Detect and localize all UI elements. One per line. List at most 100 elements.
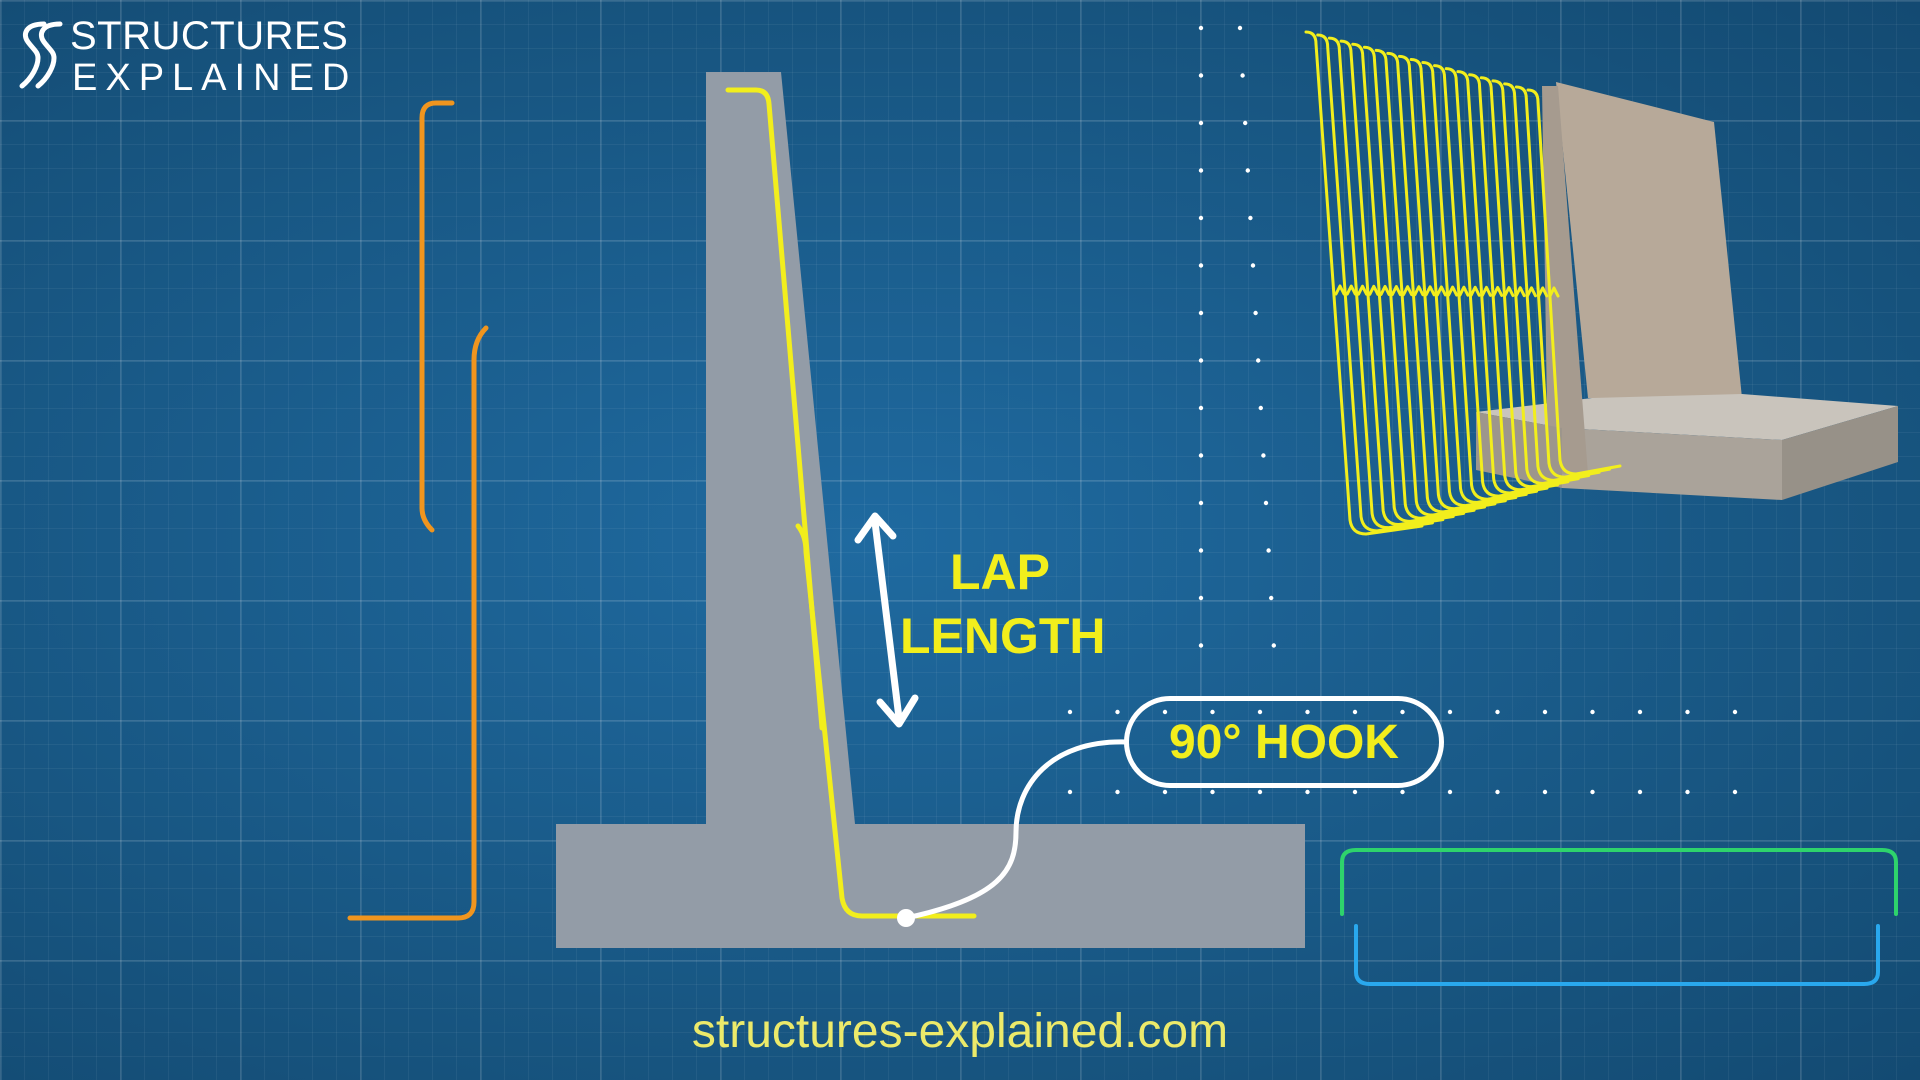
guide-dot	[1637, 709, 1643, 715]
cage-bar	[1433, 64, 1539, 501]
cage-bar	[1351, 42, 1466, 523]
guide-dot	[1590, 709, 1595, 715]
orange-upper-bar	[419, 100, 455, 533]
rebar-cage-3d	[1304, 30, 1622, 536]
cage-lap-mark	[1469, 285, 1481, 297]
dotted-guides	[1067, 25, 1738, 795]
brand-logo: STRUCTURES EXPLAINED	[14, 14, 349, 99]
cage-bar	[1479, 76, 1580, 489]
guide-dot	[1067, 709, 1073, 715]
blue-bar-outline	[1354, 924, 1880, 986]
website-url: structures-explained.com	[691, 1005, 1229, 1058]
guide-dot	[1305, 789, 1310, 795]
logo-mark-icon	[19, 21, 63, 89]
guide-dot	[1253, 310, 1258, 316]
guide-dot	[1198, 595, 1204, 601]
wall-cross-section	[556, 72, 1305, 948]
cage-bar	[1456, 70, 1559, 495]
wall-3d-render	[1476, 82, 1898, 500]
cage-lap-mark	[1548, 286, 1560, 298]
arrow-head-top-icon	[854, 512, 897, 544]
guide-dot	[1210, 789, 1215, 795]
wall-footing	[556, 824, 1305, 948]
cage-lap-mark	[1492, 285, 1504, 297]
guide-dot	[1269, 595, 1274, 601]
cage-bar	[1491, 79, 1591, 485]
cage-lap-mark	[1345, 284, 1357, 296]
cage-bar	[1327, 36, 1445, 530]
hook-callout: 90° HOOK	[1124, 696, 1444, 788]
guide-dot	[1198, 168, 1204, 173]
guide-dot	[1115, 709, 1120, 715]
cage-bar	[1421, 61, 1528, 504]
guide-dot	[1261, 453, 1266, 458]
cage-lap-mark	[1447, 285, 1459, 297]
guide-dot	[1250, 263, 1256, 268]
logo-subtitle: EXPLAINED	[72, 57, 358, 99]
guide-dot	[1237, 25, 1243, 31]
green-bar-outline	[1340, 848, 1898, 916]
cage-bar	[1444, 67, 1549, 498]
cage-bar	[1374, 48, 1487, 517]
guide-dot	[1198, 120, 1204, 126]
bar-outlines	[1340, 848, 1898, 986]
wall-stem	[706, 72, 855, 824]
cage-lap-mark	[1525, 286, 1537, 298]
orange-rebar-group	[347, 100, 489, 921]
wall-3d-footing-block	[1476, 412, 1562, 488]
guide-dot	[1271, 643, 1277, 648]
guide-dot	[1257, 789, 1263, 795]
arrow-head-bottom-icon	[876, 694, 919, 728]
wall-3d-slab-front	[1562, 428, 1782, 500]
cage-bar	[1409, 57, 1518, 508]
guide-dot	[1447, 709, 1453, 715]
guide-dot	[1240, 73, 1245, 78]
cage-lap-mark	[1537, 286, 1549, 298]
guide-dot	[1352, 789, 1358, 795]
cage-bar	[1316, 33, 1434, 533]
guide-dot	[1257, 709, 1263, 715]
lap-length-line2: LENGTH	[900, 608, 1106, 664]
guide-dot	[1067, 789, 1073, 795]
lap-length-label: LAP LENGTH	[900, 540, 1106, 668]
guide-dot	[1590, 789, 1595, 795]
cage-bar	[1339, 39, 1455, 527]
yellow-rebar-section	[725, 87, 977, 919]
cage-lap-mark	[1435, 285, 1447, 297]
guide-dot	[1685, 789, 1690, 795]
lower-hooked-bar	[795, 523, 977, 919]
guide-dot	[1266, 548, 1271, 553]
cage-lap-mark	[1334, 284, 1346, 296]
cage-lap-mark	[1480, 285, 1492, 297]
cage-bar	[1362, 45, 1476, 520]
guide-dot	[1495, 789, 1500, 795]
cage-lap-mark	[1413, 285, 1425, 297]
guide-dot	[1198, 215, 1204, 221]
guide-dot	[1198, 643, 1204, 648]
cage-lap-mark	[1379, 284, 1391, 296]
cage-lap-mark	[1424, 285, 1436, 297]
guide-dot	[1198, 405, 1204, 411]
guide-dot	[1198, 310, 1204, 316]
guide-dot	[1685, 709, 1690, 715]
guide-dot	[1447, 789, 1453, 795]
guide-dot	[1243, 120, 1248, 126]
guide-dot	[1258, 405, 1264, 411]
hook-label: 90° HOOK	[1169, 715, 1399, 769]
guide-dot	[1637, 789, 1643, 795]
guide-dot	[1198, 548, 1204, 553]
cage-lap-mark	[1368, 284, 1380, 296]
orange-lower-bar	[347, 325, 489, 921]
guide-dot	[1115, 789, 1120, 795]
guide-dot	[1495, 709, 1500, 715]
guide-dot	[1198, 263, 1204, 268]
guide-dot	[1352, 709, 1358, 715]
cage-bar	[1526, 88, 1622, 476]
lap-length-arrow	[854, 512, 919, 728]
cage-lap-mark	[1514, 286, 1526, 298]
guide-dot	[1263, 500, 1269, 506]
guide-dot	[1198, 453, 1204, 458]
cage-bar	[1386, 51, 1497, 514]
guide-dot	[1256, 358, 1261, 363]
